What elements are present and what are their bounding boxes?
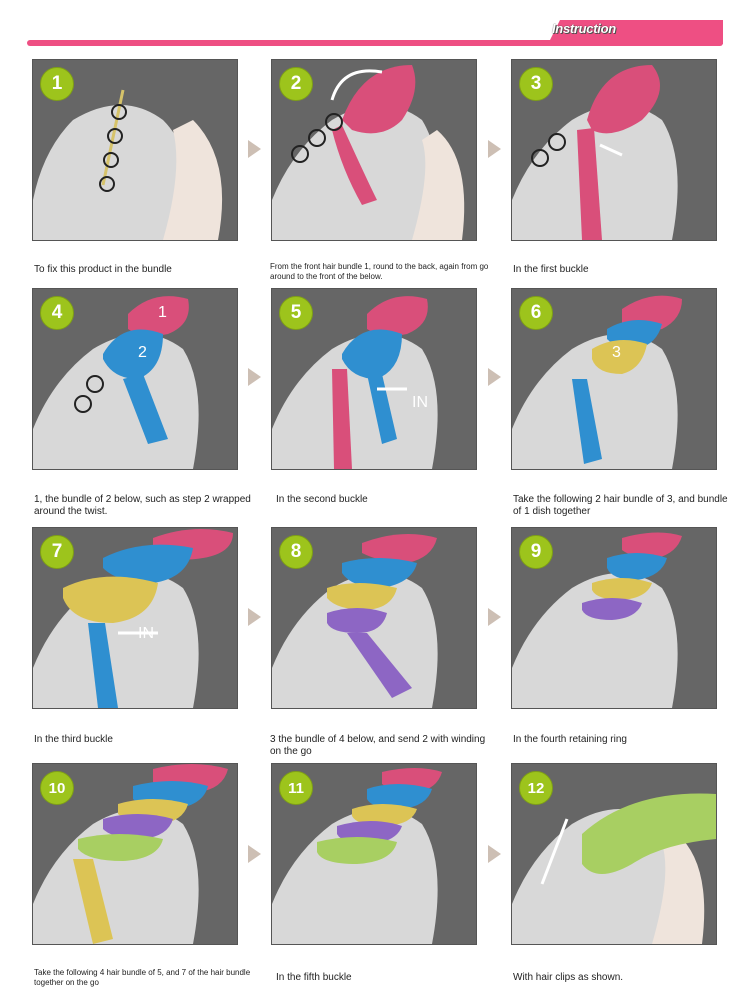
next-arrow-icon [488, 140, 501, 158]
step-illustration-7 [33, 528, 237, 708]
page-title: Instruction [552, 21, 616, 36]
step-badge: 11 [279, 771, 313, 805]
step-caption-1: To fix this product in the bundle [34, 264, 172, 275]
bundle-number: 1 [158, 304, 167, 321]
next-arrow-icon [248, 368, 261, 386]
next-arrow-icon [488, 608, 501, 626]
step-caption-11: In the fifth buckle [276, 972, 352, 983]
step-badge: 8 [279, 535, 313, 569]
next-arrow-icon [248, 140, 261, 158]
step-badge: 10 [40, 771, 74, 805]
step-badge: 2 [279, 67, 313, 101]
step-panel-1: 1 [32, 59, 238, 241]
step-panel-6: 6 3 [511, 288, 717, 470]
in-label: IN [138, 625, 154, 642]
bundle-number: 2 [138, 344, 147, 361]
step-panel-4: 4 1 2 [32, 288, 238, 470]
step-badge: 5 [279, 296, 313, 330]
step-caption-3: In the first buckle [513, 264, 589, 275]
step-caption-9: In the fourth retaining ring [513, 734, 627, 745]
header-bar [27, 40, 723, 46]
step-panel-10: 10 [32, 763, 238, 945]
step-caption-2: From the front hair bundle 1, round to t… [270, 262, 489, 281]
step-panel-12: 12 [511, 763, 717, 945]
step-panel-3: 3 [511, 59, 717, 241]
step-caption-7: In the third buckle [34, 734, 113, 745]
step-panel-5: 5 IN [271, 288, 477, 470]
bundle-number: 3 [612, 344, 621, 361]
next-arrow-icon [488, 368, 501, 386]
step-badge: 7 [40, 535, 74, 569]
step-illustration-11 [272, 764, 476, 944]
step-panel-9: 9 [511, 527, 717, 709]
next-arrow-icon [248, 608, 261, 626]
next-arrow-icon [248, 845, 261, 863]
next-arrow-icon [488, 845, 501, 863]
step-caption-5: In the second buckle [276, 494, 368, 505]
step-badge: 1 [40, 67, 74, 101]
step-caption-10: Take the following 4 hair bundle of 5, a… [34, 968, 251, 987]
in-label: IN [412, 394, 428, 411]
step-illustration-12 [512, 764, 716, 944]
step-panel-8: 8 [271, 527, 477, 709]
step-caption-6: Take the following 2 hair bundle of 3, a… [513, 494, 728, 517]
step-caption-4: 1, the bundle of 2 below, such as step 2… [34, 494, 251, 517]
step-badge: 3 [519, 67, 553, 101]
step-badge: 6 [519, 296, 553, 330]
step-illustration-8 [272, 528, 476, 708]
step-badge: 9 [519, 535, 553, 569]
step-caption-8: 3 the bundle of 4 below, and send 2 with… [270, 734, 486, 757]
step-panel-7: 7 IN [32, 527, 238, 709]
step-caption-12: With hair clips as shown. [513, 972, 624, 983]
step-badge: 12 [519, 771, 553, 805]
step-panel-11: 11 [271, 763, 477, 945]
step-panel-2: 2 [271, 59, 477, 241]
step-badge: 4 [40, 296, 74, 330]
